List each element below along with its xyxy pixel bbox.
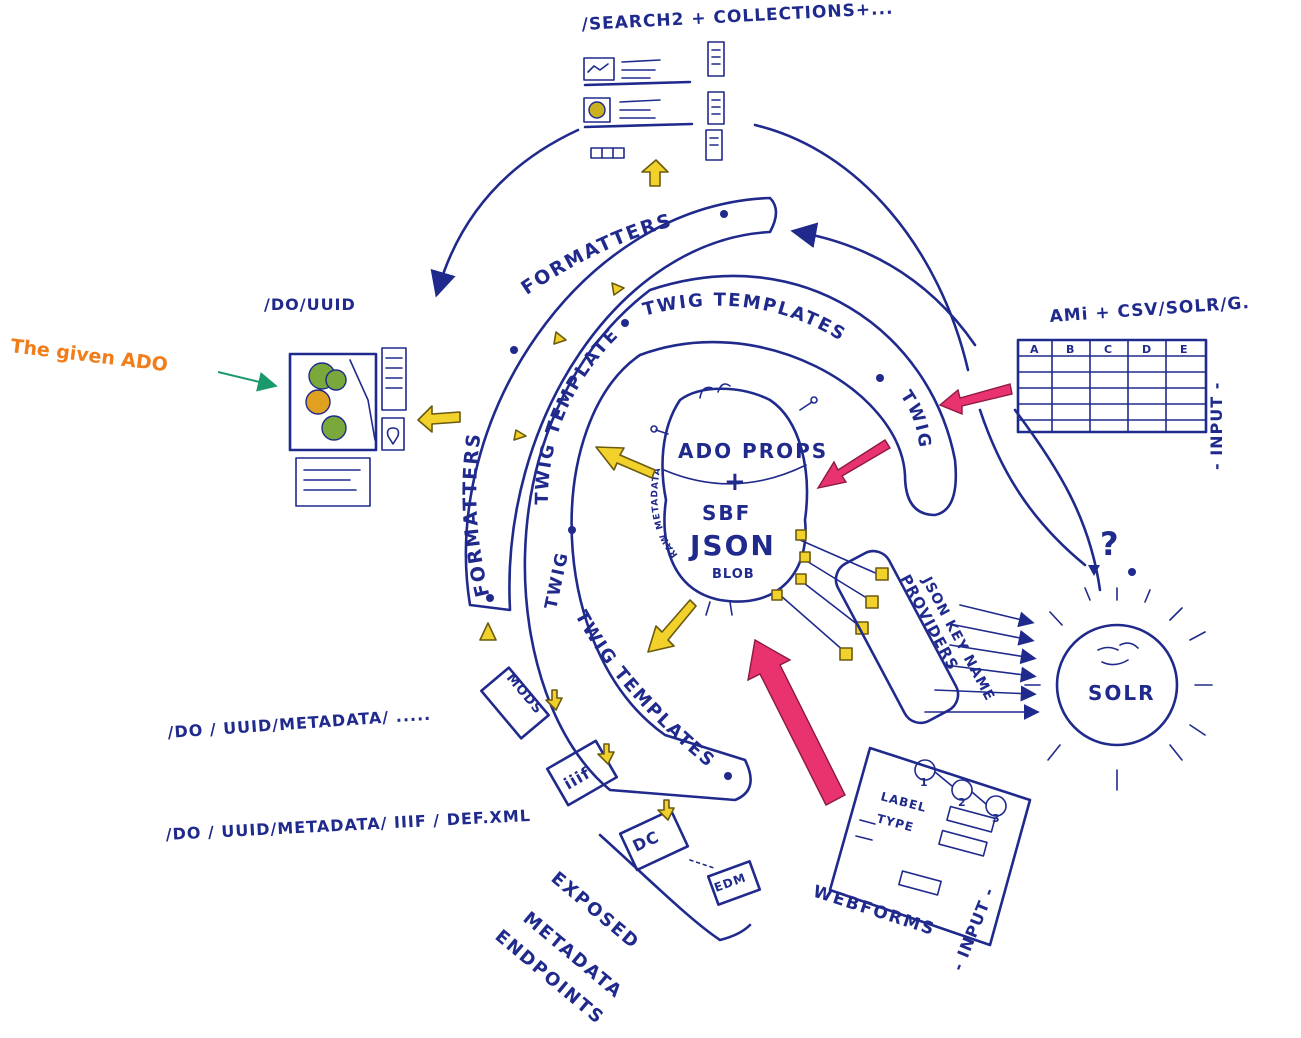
json-connectors <box>771 529 889 661</box>
formatters-label-left: FORMATTERS <box>459 431 494 599</box>
col-d: D <box>1142 343 1152 356</box>
webforms-form <box>828 746 1032 947</box>
iiif-path-label: /DO / UUID/METADATA/ IIIF / DEF.XML <box>165 806 531 844</box>
formatters-track <box>464 196 778 612</box>
twig-label-top: TWIG TEMPLATES <box>641 290 850 346</box>
twig-label-inner-left: TWIG <box>541 550 573 612</box>
input-bottom-label: - INPUT - <box>948 884 999 973</box>
ado-blob <box>650 383 818 616</box>
yellow-arrow-to-ado <box>417 405 461 433</box>
dc-box <box>618 808 690 872</box>
edm-box <box>706 860 762 906</box>
form-type-field: TYPE <box>875 811 915 834</box>
solr-question: ? <box>1100 525 1121 563</box>
json-label: JSON <box>688 529 776 562</box>
arc-search-to-ado <box>430 128 580 298</box>
metadata-path-label: /DO / UUID/METADATA/ ..... <box>167 705 432 742</box>
pink-arrow-webforms <box>747 638 846 806</box>
plus-label: + <box>724 467 748 497</box>
solr-node <box>1024 587 1213 791</box>
twig-label-right: TWIG <box>896 387 935 450</box>
yellow-arrow-down <box>647 599 697 653</box>
arc-input-to-solr <box>1013 408 1102 592</box>
json-key-providers-box <box>834 549 960 725</box>
providers-to-solr-arrows <box>924 604 1040 720</box>
form-step-1: 1 <box>920 776 929 789</box>
form-step-2: 2 <box>958 796 967 809</box>
solr-label: SOLR <box>1088 681 1156 705</box>
ado-preview <box>288 347 407 507</box>
search-results-panel <box>583 41 725 161</box>
col-e: E <box>1180 343 1189 356</box>
blob-label: BLOB <box>712 567 755 582</box>
mods-label: MODS <box>503 671 545 718</box>
search-title: /SEARCH2 + COLLECTIONS+... <box>581 0 894 35</box>
twig-label-left: TWIG TEMPLATES <box>0 0 623 505</box>
given-ado-annotation: The given ADO <box>9 335 169 376</box>
yellow-arrow-to-twig <box>595 446 656 479</box>
do-uuid-label: /DO/UUID <box>264 295 356 314</box>
spreadsheet-input: A B C D E <box>1016 338 1208 434</box>
col-c: C <box>1104 343 1113 356</box>
mods-box <box>479 666 551 740</box>
ado-props-label: ADO PROPS <box>678 439 828 463</box>
pink-arrow-spreadsheet <box>938 383 1013 416</box>
arc-input-to-formatters <box>790 222 977 347</box>
endpoints-brace <box>598 833 752 942</box>
arc-search-right <box>753 123 970 372</box>
col-a: A <box>1030 343 1040 356</box>
sbf-label: SBF <box>702 501 751 525</box>
twig-templates-track <box>523 274 958 802</box>
dc-label: DC <box>630 827 663 856</box>
form-step-3: 3 <box>992 812 1001 825</box>
col-b: B <box>1066 343 1075 356</box>
input-right-label: - INPUT - <box>1207 382 1226 470</box>
arc-input-to-solr-2 <box>978 408 1087 567</box>
yellow-arrow-to-search <box>641 159 669 187</box>
formatters-label-top: FORMATTERS <box>517 209 675 299</box>
twig-label-bottom: TWIG TEMPLATES <box>571 607 720 772</box>
pink-arrow-to-blob <box>816 439 891 490</box>
form-label-field: LABEL <box>879 789 928 815</box>
ami-csv-label: AMi + CSV/SOLR/G. <box>1049 293 1251 327</box>
annotation-arrow <box>217 371 278 392</box>
